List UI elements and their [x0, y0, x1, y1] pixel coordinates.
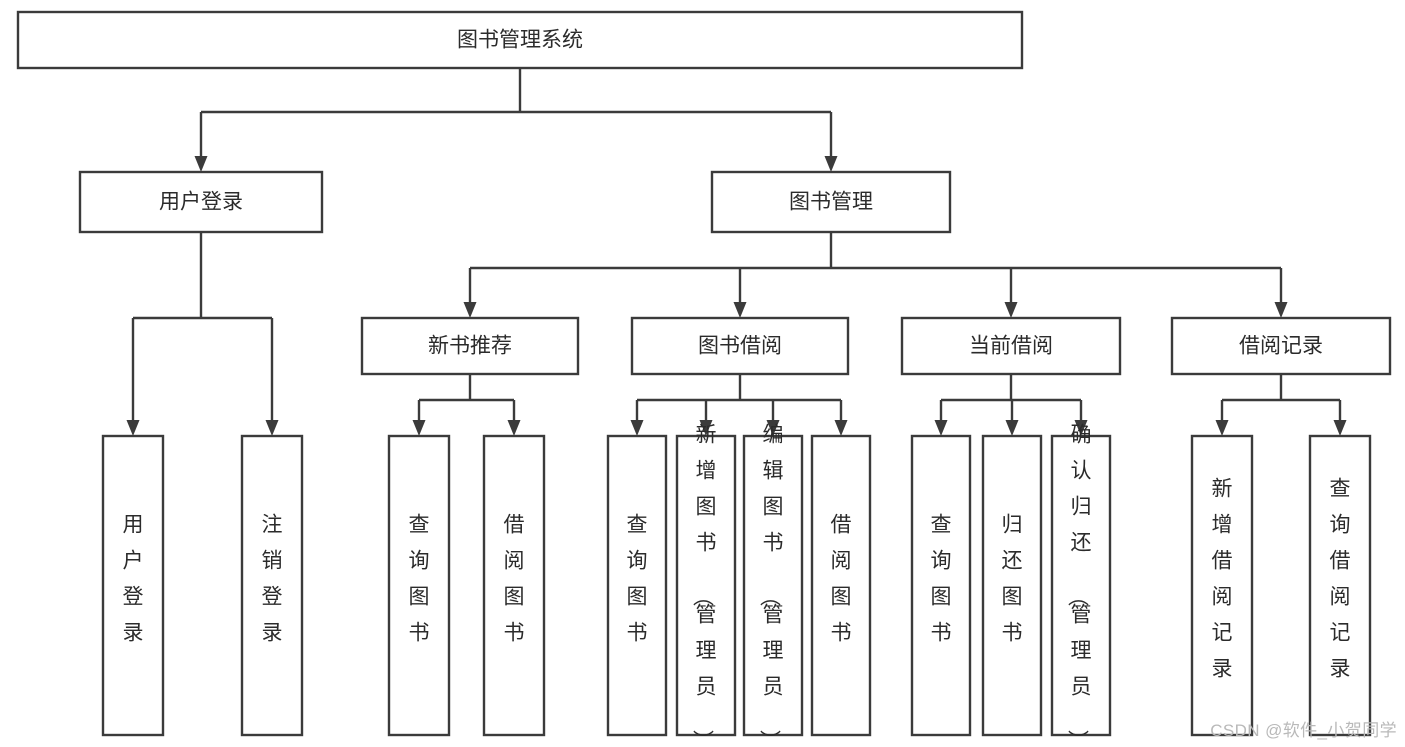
node-label-leaf-add-record: 新增借阅记录 [1212, 478, 1233, 681]
node-leaf-query-record[interactable]: 查询借阅记录 [1308, 434, 1372, 737]
node-box-book-manage [710, 170, 952, 234]
node-box-root [16, 10, 1024, 70]
node-root[interactable]: 图书管理系统 [16, 10, 1024, 70]
arrow-head-icon [630, 420, 644, 436]
arrow-head-icon [934, 420, 948, 436]
node-leaf-add-record[interactable]: 新增借阅记录 [1190, 434, 1254, 737]
node-leaf-borrow-book[interactable]: 借阅图书 [810, 434, 872, 737]
node-box-leaf-borrow-book [810, 434, 872, 737]
arrow-head-icon [699, 420, 713, 436]
arrow-head-icon [463, 302, 477, 318]
node-label-leaf-user-login: 用户登录 [123, 514, 144, 645]
arrow-head-icon [507, 420, 521, 436]
node-label-borrow-record: 借阅记录 [1239, 335, 1323, 358]
arrow-head-icon [194, 156, 208, 172]
node-book-manage[interactable]: 图书管理 [710, 170, 952, 234]
arrow-head-icon [834, 420, 848, 436]
node-box-leaf-query-record [1308, 434, 1372, 737]
node-label-leaf-query-book-current: 查询图书 [931, 514, 952, 645]
node-label-current-borrow: 当前借阅 [969, 335, 1053, 358]
connector-layer [126, 68, 1347, 436]
node-box-borrow-record [1170, 316, 1392, 376]
node-leaf-return-book[interactable]: 归还图书 [981, 434, 1043, 737]
node-box-leaf-query-book-new [387, 434, 451, 737]
node-leaf-user-login[interactable]: 用户登录 [101, 434, 165, 737]
arrow-head-icon [1074, 420, 1088, 436]
node-label-leaf-query-book-borrow: 查询图书 [627, 514, 648, 645]
node-borrow-record[interactable]: 借阅记录 [1170, 316, 1392, 376]
arrow-head-icon [265, 420, 279, 436]
node-leaf-query-book-new[interactable]: 查询图书 [387, 434, 451, 737]
node-label-leaf-logout: 注销登录 [262, 514, 283, 645]
node-box-leaf-user-login [101, 434, 165, 737]
node-current-borrow[interactable]: 当前借阅 [900, 316, 1122, 376]
node-leaf-add-book[interactable]: 新增图书（管理员） [675, 424, 737, 747]
node-leaf-edit-book[interactable]: 编辑图书（管理员） [742, 424, 804, 747]
watermark-text: CSDN @软件_小贺同学 [1210, 721, 1397, 740]
node-label-book-borrow: 图书借阅 [698, 335, 782, 358]
arrow-head-icon [1333, 420, 1347, 436]
node-leaf-confirm-return[interactable]: 确认归还（管理员） [1050, 424, 1112, 747]
node-box-leaf-add-record [1190, 434, 1254, 737]
arrow-head-icon [126, 420, 140, 436]
node-label-leaf-query-book-new: 查询图书 [409, 514, 430, 645]
node-box-leaf-edit-book [742, 434, 804, 737]
node-user-login[interactable]: 用户登录 [78, 170, 324, 234]
node-box-user-login [78, 170, 324, 234]
node-box-leaf-return-book [981, 434, 1043, 737]
arrow-head-icon [1215, 420, 1229, 436]
node-label-leaf-borrow-book: 借阅图书 [831, 514, 852, 645]
node-label-root: 图书管理系统 [457, 29, 583, 52]
node-box-book-borrow [630, 316, 850, 376]
node-label-new-book-recommend: 新书推荐 [428, 335, 512, 358]
node-box-new-book-recommend [360, 316, 580, 376]
node-label-book-manage: 图书管理 [789, 191, 873, 214]
node-label-leaf-confirm-return: 确认归还（管理员） [1066, 424, 1092, 747]
arrow-head-icon [412, 420, 426, 436]
node-box-leaf-add-book [675, 434, 737, 737]
node-book-borrow[interactable]: 图书借阅 [630, 316, 850, 376]
node-new-book-recommend[interactable]: 新书推荐 [360, 316, 580, 376]
node-box-current-borrow [900, 316, 1122, 376]
arrow-head-icon [1004, 302, 1018, 318]
node-leaf-logout[interactable]: 注销登录 [240, 434, 304, 737]
node-box-leaf-query-book-borrow [606, 434, 668, 737]
arrow-head-icon [1005, 420, 1019, 436]
arrow-head-icon [824, 156, 838, 172]
node-leaf-query-book-current[interactable]: 查询图书 [910, 434, 972, 737]
node-label-leaf-borrow-book-new: 借阅图书 [504, 514, 525, 645]
node-label-leaf-return-book: 归还图书 [1002, 514, 1023, 645]
node-box-leaf-logout [240, 434, 304, 737]
node-box-leaf-confirm-return [1050, 434, 1112, 737]
node-leaf-borrow-book-new[interactable]: 借阅图书 [482, 434, 546, 737]
node-label-user-login: 用户登录 [159, 191, 243, 214]
arrow-head-icon [1274, 302, 1288, 318]
node-label-leaf-edit-book: 编辑图书（管理员） [758, 424, 784, 747]
arrow-head-icon [733, 302, 747, 318]
node-box-leaf-borrow-book-new [482, 434, 546, 737]
node-label-leaf-add-book: 新增图书（管理员） [691, 424, 717, 747]
node-leaf-query-book-borrow[interactable]: 查询图书 [606, 434, 668, 737]
arrow-head-icon [766, 420, 780, 436]
node-label-leaf-query-record: 查询借阅记录 [1330, 478, 1351, 681]
node-box-leaf-query-book-current [910, 434, 972, 737]
node-layer: 图书管理系统用户登录图书管理新书推荐图书借阅当前借阅借阅记录用户登录注销登录查询… [16, 10, 1392, 747]
